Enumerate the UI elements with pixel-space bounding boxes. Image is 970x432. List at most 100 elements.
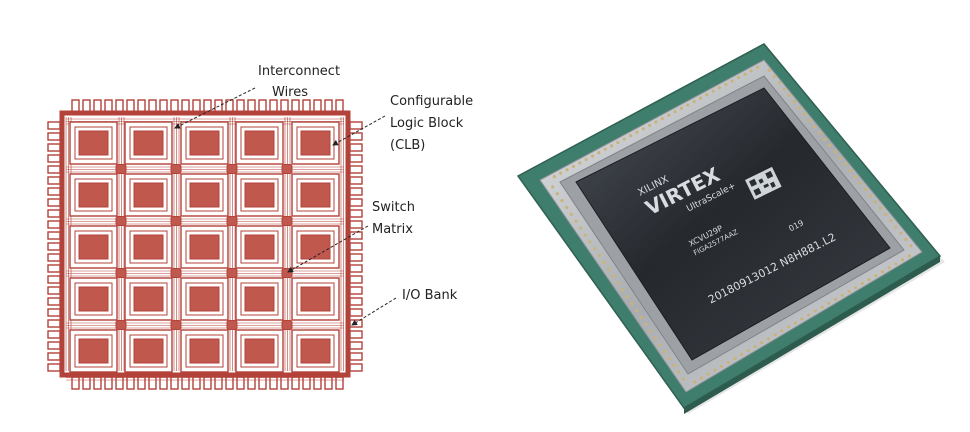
silicon-die xyxy=(575,87,891,361)
switch-matrix xyxy=(115,268,127,278)
io-pad-left xyxy=(47,209,61,218)
lid-dot-bottom xyxy=(807,313,811,317)
io-pad-left xyxy=(47,143,61,152)
annotation-arrows xyxy=(174,87,397,326)
lid-dot-right xyxy=(792,100,797,104)
io-pad-right xyxy=(349,154,363,163)
lid-dot-right xyxy=(772,74,776,79)
lid-dot-top xyxy=(660,116,664,121)
io-pad-top xyxy=(159,99,168,113)
lid-dot-left xyxy=(597,253,601,258)
io-pad-bottom xyxy=(269,376,278,390)
lid-dot-right xyxy=(777,81,781,85)
lid-dot-top xyxy=(603,147,607,151)
io-pad-left xyxy=(47,363,61,372)
switch-matrix xyxy=(115,164,127,174)
lid-dot-top xyxy=(590,154,595,158)
clb-core xyxy=(133,182,164,208)
io-pad-right xyxy=(349,341,363,350)
io-pad-bottom xyxy=(214,376,223,390)
lid-dot-right xyxy=(828,143,832,148)
clb-grid xyxy=(69,121,340,373)
switch-matrix xyxy=(281,216,293,226)
io-pad-right xyxy=(349,319,363,328)
lid-dot-bottom xyxy=(900,258,905,262)
fpga-architecture-diagram xyxy=(47,99,363,390)
io-pad-left xyxy=(47,220,61,229)
lid-dot-bottom xyxy=(854,285,858,290)
lid-dot-bottom xyxy=(833,297,838,301)
lid-dot-left xyxy=(621,288,625,292)
lid-dot-left xyxy=(635,308,639,313)
io-pad-left xyxy=(47,198,61,207)
lid-dot-left xyxy=(555,192,559,196)
io-pad-right xyxy=(349,231,363,240)
lid-dot-left xyxy=(663,350,667,354)
io-pad-bottom xyxy=(170,376,179,390)
lid-dot-left xyxy=(607,267,611,271)
io-pad-top xyxy=(335,99,344,113)
io-pad-right xyxy=(349,286,363,295)
io-pad-top xyxy=(247,99,256,113)
lid-dot-right xyxy=(873,200,878,204)
io-pad-bottom xyxy=(335,376,344,390)
lid-dot-right xyxy=(787,93,791,97)
switch-matrix xyxy=(115,320,127,330)
lid-dot-bottom xyxy=(887,266,891,270)
lid-dot-right xyxy=(868,194,873,198)
lid-dot-top xyxy=(578,161,582,165)
io-pad-bottom xyxy=(93,376,102,390)
lid-dot-bottom xyxy=(760,341,764,345)
switch-matrix xyxy=(170,320,182,330)
io-pad-bottom xyxy=(126,376,135,390)
lid-dot-right xyxy=(878,206,883,210)
io-pad-top xyxy=(236,99,245,113)
io-pad-left xyxy=(47,154,61,163)
lid-dot-right xyxy=(802,112,807,116)
capacitor-dots xyxy=(551,65,913,384)
io-pad-top xyxy=(115,99,124,113)
io-pad-right xyxy=(349,176,363,185)
io-pad-bottom xyxy=(192,376,201,390)
io-pad-right xyxy=(349,165,363,174)
lid-dot-right xyxy=(853,175,857,179)
lid-dot-bottom xyxy=(860,281,864,286)
lid-dot-top xyxy=(609,144,614,148)
lid-dot-right xyxy=(833,150,837,154)
lid-dot-left xyxy=(551,185,555,189)
clb-core xyxy=(300,182,331,208)
clb-core xyxy=(244,286,275,312)
lid-dot-bottom xyxy=(867,277,871,282)
io-pad-bottom xyxy=(159,376,168,390)
io-pad-left xyxy=(47,286,61,295)
lid-dot-top xyxy=(584,157,588,162)
clb-core xyxy=(133,234,164,260)
lid-dot-left xyxy=(611,274,615,278)
io-pad-top xyxy=(148,99,157,113)
lid-dot-top xyxy=(628,134,633,138)
io-pad-bottom xyxy=(115,376,124,390)
clb-core xyxy=(300,130,331,156)
lid-dot-top xyxy=(730,79,734,83)
clb-core xyxy=(78,234,109,260)
switch-matrix xyxy=(226,164,238,174)
switch-matrix xyxy=(226,320,238,330)
io-pad-right xyxy=(349,220,363,229)
lid-dot-bottom xyxy=(746,348,750,353)
lid-dot-bottom xyxy=(827,301,831,305)
io-pad-left xyxy=(47,330,61,339)
io-pad-top xyxy=(71,99,80,113)
lid-dot-right xyxy=(843,162,847,166)
clb-core xyxy=(78,286,109,312)
lid-dot-top xyxy=(736,76,741,80)
label-switch-line1: Switch xyxy=(372,200,415,215)
switch-matrix xyxy=(281,164,293,174)
label-clb-line1: Configurable xyxy=(390,94,473,109)
io-pad-top xyxy=(170,99,179,113)
clb-core xyxy=(189,338,220,364)
lid-dot-bottom xyxy=(699,376,704,380)
lid-dot-left xyxy=(565,205,569,210)
lid-dot-right xyxy=(813,125,817,129)
